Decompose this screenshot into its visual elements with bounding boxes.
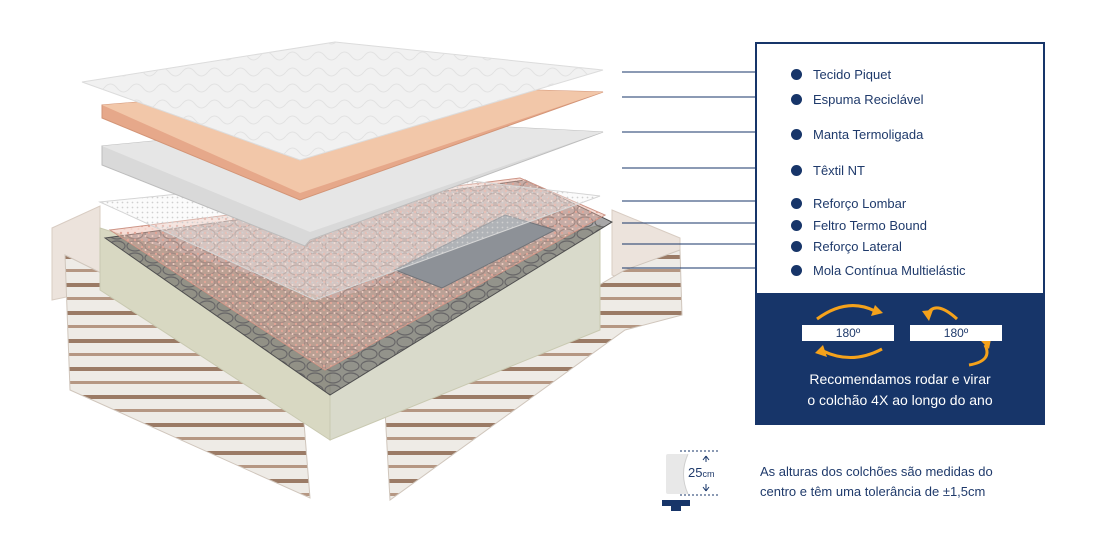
legend-item-manta-termoligada: Manta Termoligada xyxy=(791,125,923,143)
legend-item-reforco-lombar: Reforço Lombar xyxy=(791,194,906,212)
layer-legend: Tecido Piquet Espuma Reciclável Manta Te… xyxy=(755,42,1045,425)
legend-item-tecido-piquet: Tecido Piquet xyxy=(791,65,891,83)
legend-item-textil-nt: Têxtil NT xyxy=(791,161,865,179)
height-tolerance-note: As alturas dos colchões são medidas do c… xyxy=(760,464,993,499)
bullet-icon xyxy=(791,240,802,252)
rotation-arrows xyxy=(815,304,991,367)
base-front-right-panel xyxy=(384,249,683,501)
legend-item-mola-continua: Mola Contínua Multielástic xyxy=(791,261,965,279)
legend-item-espuma-reciclavel: Espuma Reciclável xyxy=(791,90,924,108)
bullet-icon xyxy=(791,264,802,276)
bullet-icon xyxy=(791,93,802,105)
rotation-panel: 180º 180º Recomendamos rodar e virar o c… xyxy=(757,293,1043,423)
flip-degrees-label: 180º xyxy=(910,325,1002,341)
legend-item-feltro-termo-bound: Feltro Termo Bound xyxy=(791,216,927,234)
rotate-bottom-arrow-icon xyxy=(822,347,883,359)
bullet-icon xyxy=(791,219,802,231)
bullet-icon xyxy=(791,197,802,209)
legend-item-reforco-lateral: Reforço Lateral xyxy=(791,237,902,255)
bullet-icon xyxy=(791,68,802,80)
flip-bottom-arrow-icon xyxy=(968,344,989,367)
rotate-degrees-label: 180º xyxy=(802,325,894,341)
bullet-icon xyxy=(791,128,802,140)
mattress-height-value: 25cm xyxy=(688,465,715,480)
mattress-height-icon xyxy=(662,450,718,511)
bullet-icon xyxy=(791,164,802,176)
rotate-top-arrow-icon xyxy=(816,304,876,321)
rotation-instructions: Recomendamos rodar e virar o colchão 4X … xyxy=(807,371,993,408)
